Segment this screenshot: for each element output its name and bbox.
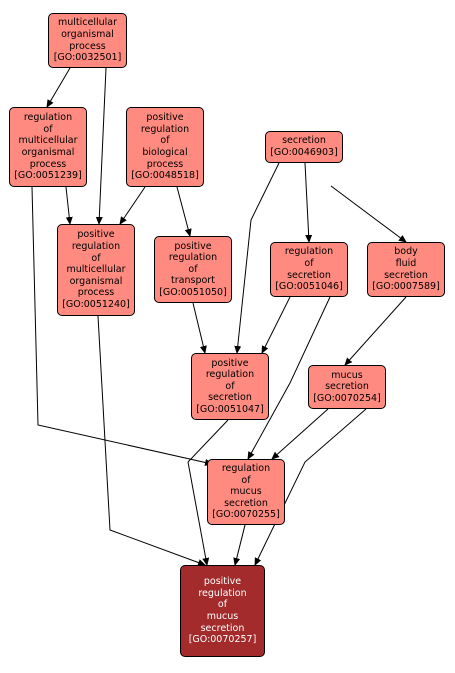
edge-0051239-0070255	[31, 186, 213, 466]
edge-0048518-0051240	[119, 186, 146, 225]
node-label-line: [GO:0051047]	[196, 403, 264, 415]
node-label-line: fluid	[395, 257, 417, 269]
edge-0048518-0051050	[176, 186, 192, 237]
node-label-line: secretion	[287, 269, 331, 281]
node-label-line: mucus	[230, 486, 262, 498]
node-label-line: regulation	[140, 123, 190, 135]
node-label-line: multicellular	[57, 17, 117, 29]
node-label-line: regulation	[23, 112, 73, 124]
node-label-line: [GO:0007589]	[372, 281, 440, 293]
edge-0051239-0051240	[65, 186, 73, 225]
node-label-line: process	[69, 40, 106, 52]
node-label-line: of	[225, 380, 235, 392]
edge-0032501-0051240	[95, 67, 107, 225]
edge-0051046-0051047	[261, 296, 291, 354]
node-label-line: of	[188, 263, 198, 275]
node-label-line: mucus	[206, 611, 239, 622]
node-label-line: of	[304, 257, 314, 269]
node-label-line: [GO:0048518]	[131, 170, 199, 182]
node-label-line: of	[91, 252, 101, 264]
node-label-line: [GO:0051050]	[159, 286, 227, 298]
node-label-line: [GO:0051239]	[14, 170, 82, 182]
edge-0051240-0070257	[97, 315, 206, 566]
node-label-line: of	[217, 599, 228, 611]
edge-0046903-0007589	[330, 185, 407, 243]
node-label-line: biological	[142, 147, 188, 158]
edge-0070254-0070255	[271, 408, 329, 460]
node-label-line: organismal	[69, 275, 123, 287]
node-label-line: regulation	[198, 587, 247, 599]
node-label-line: positive	[77, 229, 115, 241]
node-label-line: process	[146, 158, 184, 170]
node-label-line: secretion	[224, 497, 268, 509]
edge-0032501-0051239	[46, 67, 71, 108]
node-label-line: [GO:0051240]	[62, 298, 130, 310]
node-label-line: positive	[211, 357, 249, 369]
node-label-line: organismal	[21, 147, 75, 158]
edge-0051047-0070257	[187, 419, 229, 566]
node-label-line: of	[241, 474, 251, 486]
node-label-line: regulation	[71, 241, 121, 253]
node-label-line: [GO:0051046]	[275, 281, 343, 293]
node-label-line: process	[77, 287, 115, 299]
edge-0070254-0070257	[254, 408, 367, 566]
edge-0070255-0070257	[233, 524, 246, 566]
edge-0051050-0051047	[192, 302, 207, 354]
node-label-line: regulation	[168, 252, 218, 264]
node-label-line: regulation	[284, 246, 334, 258]
node-label-line: [GO:0070257]	[188, 634, 257, 646]
edge-0007589-0070254	[344, 296, 407, 366]
node-label-line: [GO:0070254]	[313, 392, 381, 404]
edge-0046903-0051046	[304, 162, 313, 243]
node-label-line: organismal	[61, 28, 114, 40]
edge-0046903-0051047	[234, 162, 280, 354]
node-label-line: process	[29, 158, 67, 170]
node-label-line: [GO:0070255]	[212, 509, 280, 521]
node-label-line: body	[394, 246, 418, 258]
edge-0051046-0070255	[247, 296, 331, 460]
node-label-line: secretion	[325, 381, 369, 393]
node-label-line: multicellular	[18, 135, 78, 147]
node-label-line: secretion	[282, 135, 326, 147]
node-label-line: positive	[174, 240, 212, 252]
node-label-line: [GO:0032501]	[53, 52, 122, 64]
node-label-line: of	[43, 123, 53, 135]
node-label-line: multicellular	[66, 264, 126, 276]
node-label-line: secretion	[384, 269, 428, 281]
node-label-line: regulation	[221, 463, 271, 475]
node-label-line: mucus	[331, 369, 363, 381]
node-label-line: positive	[146, 112, 184, 124]
node-label-line: transport	[171, 275, 215, 287]
node-label-line: secretion	[208, 392, 252, 404]
node-label-line: regulation	[205, 369, 255, 381]
node-label-line: of	[160, 135, 170, 147]
node-label-line: secretion	[200, 622, 245, 634]
node-go-0046903[interactable]: secretion[GO:0046903]	[265, 131, 343, 163]
node-label-line: [GO:0046903]	[270, 147, 338, 158]
node-label-line: positive	[203, 576, 242, 588]
